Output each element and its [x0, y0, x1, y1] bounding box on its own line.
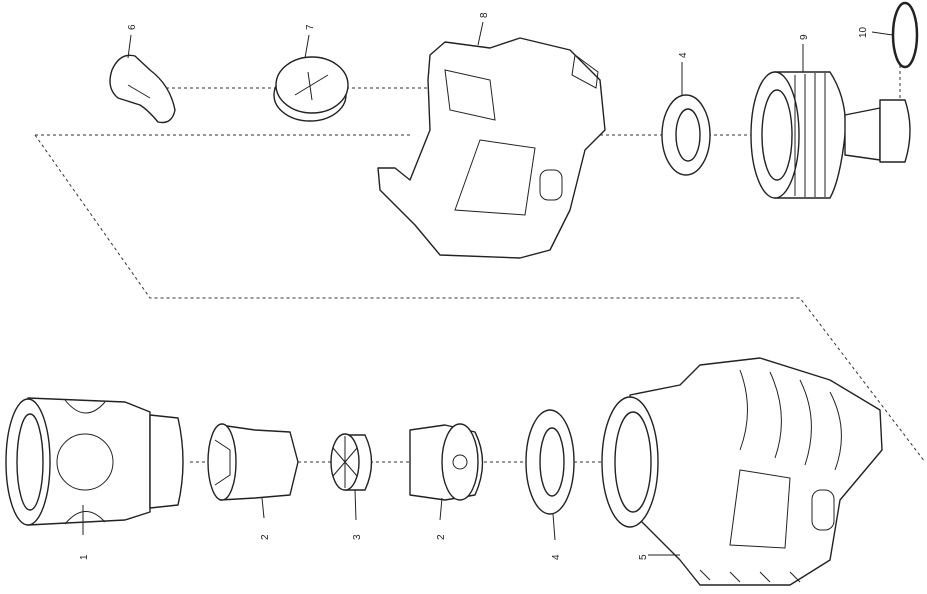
part-4-washer-top: [661, 94, 711, 176]
label-part-6: 6: [127, 24, 138, 30]
label-part-2-left: 2: [260, 534, 271, 540]
part-5-body: [601, 357, 883, 586]
part-2-valve-insert-right: [409, 423, 484, 501]
part-8-housing: [377, 37, 606, 259]
part-9-tap-connector: [750, 71, 911, 199]
label-part-9: 9: [799, 34, 810, 40]
part-4-washer-bottom: [525, 409, 575, 515]
label-part-7: 7: [305, 24, 316, 30]
part-7-cap: [273, 56, 349, 122]
part-6-knob: [109, 54, 176, 124]
leader-lines: [82, 21, 894, 556]
label-part-4-bottom: 4: [551, 554, 562, 560]
label-part-5: 5: [638, 554, 649, 560]
part-2-valve-insert-left: [207, 423, 299, 501]
label-part-1: 1: [79, 554, 90, 560]
part-10-o-ring: [891, 1, 919, 69]
label-part-2-right: 2: [436, 534, 447, 540]
label-part-4-top: 4: [678, 52, 689, 58]
part-3-disc: [330, 433, 373, 491]
label-part-8: 8: [479, 12, 490, 18]
label-part-3: 3: [352, 534, 363, 540]
label-part-10: 10: [858, 26, 869, 38]
part-1-quick-connector: [5, 397, 184, 526]
